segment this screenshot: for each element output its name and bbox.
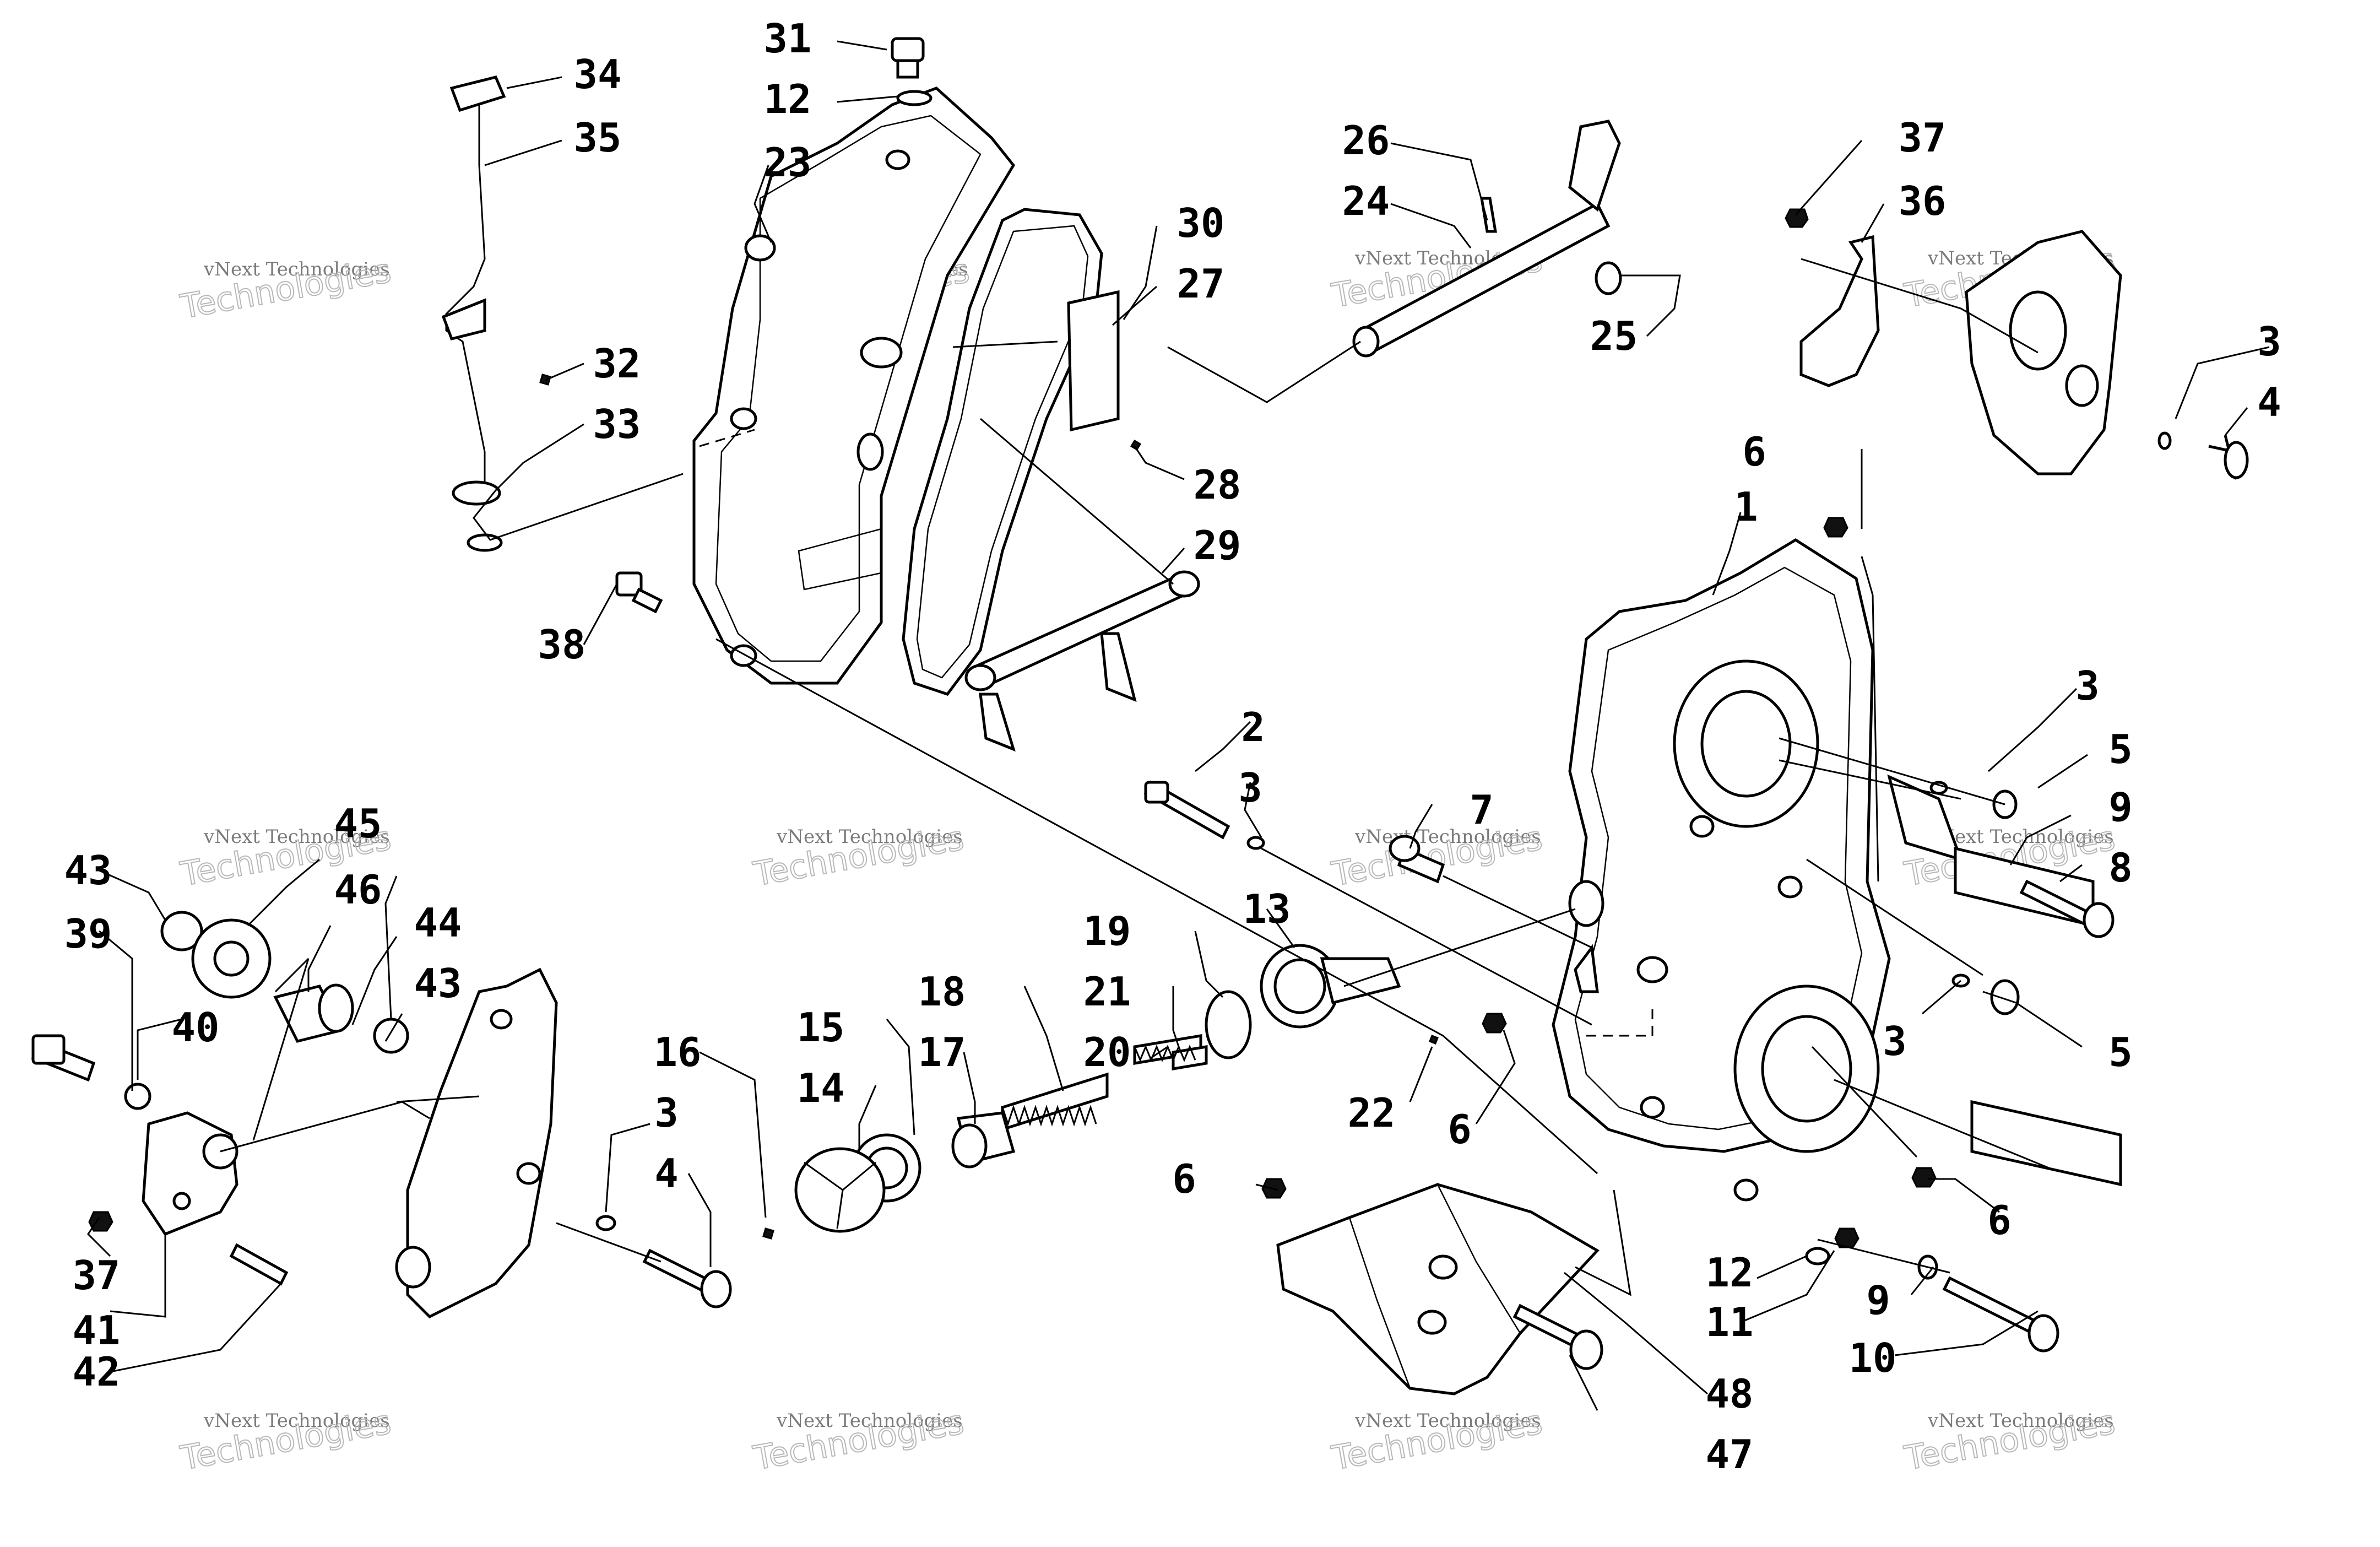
support-bracket-part	[964, 570, 1200, 752]
bolt-part	[1143, 780, 1445, 884]
watermark: vNext Technologies Technologies	[750, 1403, 967, 1479]
callout-22: 22	[1348, 1090, 1396, 1136]
watermark: vNext Technologies Technologies	[1901, 1403, 2118, 1479]
callout-46: 46	[334, 867, 382, 913]
callout-4: 4	[2257, 379, 2281, 425]
callout-3: 3	[1238, 765, 1262, 811]
callout-13: 13	[1243, 886, 1291, 932]
callout-9: 9	[2108, 784, 2132, 830]
callout-3: 3	[654, 1090, 678, 1136]
callout-7: 7	[1470, 787, 1493, 833]
callout-29: 29	[1194, 522, 1241, 569]
watermark-line1: vNext Technologies	[776, 1410, 963, 1432]
callout-37: 37	[1899, 115, 1947, 161]
callout-33: 33	[593, 401, 641, 447]
callout-37: 37	[73, 1252, 121, 1299]
callout-28: 28	[1194, 462, 1241, 508]
watermark-line1: vNext Technologies	[1354, 1410, 1541, 1432]
callout-34: 34	[574, 51, 622, 98]
callout-42: 42	[73, 1349, 121, 1395]
callout-38: 38	[538, 621, 586, 668]
watermark: vNext Technologies Technologies	[1328, 1403, 1546, 1479]
shift-shaft-part	[1352, 120, 1622, 358]
callout-6: 6	[1172, 1156, 1196, 1202]
watermark-line1: vNext Technologies	[1354, 826, 1541, 848]
callout-6: 6	[1742, 429, 1766, 475]
watermark-line1: vNext Technologies	[203, 1410, 390, 1432]
callout-23: 23	[764, 139, 812, 186]
callout-10: 10	[1849, 1335, 1897, 1381]
callout-36: 36	[1899, 178, 1947, 224]
chaincase-gasket-part	[902, 208, 1142, 696]
bolt-38-part	[615, 571, 663, 614]
callout-40: 40	[172, 1004, 220, 1051]
callout-31: 31	[764, 15, 812, 62]
drive-cover-part	[395, 967, 616, 1319]
callout-45: 45	[334, 800, 382, 847]
callout-4: 4	[654, 1150, 678, 1197]
callout-48: 48	[1706, 1371, 1754, 1417]
callout-2: 2	[1241, 704, 1265, 750]
callout-9: 9	[1866, 1277, 1890, 1323]
callout-3: 3	[2075, 663, 2099, 709]
callout-20: 20	[1083, 1029, 1131, 1075]
callout-12: 12	[1706, 1250, 1754, 1296]
watermark: vNext Technologies Technologies	[177, 1403, 394, 1479]
callout-44: 44	[414, 900, 462, 946]
watermark-line1: vNext Technologies	[203, 258, 390, 280]
callout-6: 6	[1447, 1106, 1471, 1153]
callout-3: 3	[1883, 1018, 1906, 1064]
watermark-line1: vNext Technologies	[1927, 826, 2114, 848]
callout-19: 19	[1083, 908, 1131, 954]
callout-41: 41	[73, 1307, 121, 1354]
callout-11: 11	[1706, 1299, 1754, 1345]
callout-25: 25	[1590, 313, 1638, 359]
bolts-part	[642, 781, 2115, 1370]
tensioner-assembly-part	[31, 911, 409, 1286]
callout-32: 32	[593, 340, 641, 387]
callout-5: 5	[2108, 726, 2132, 772]
callout-43: 43	[64, 847, 112, 894]
callout-21: 21	[1083, 969, 1131, 1015]
watermark-line1: vNext Technologies	[203, 826, 390, 848]
chaincase-cover-part	[692, 86, 1016, 685]
watermark: vNext Technologies Technologies	[750, 819, 967, 895]
callout-26: 26	[1342, 117, 1390, 164]
callout-12: 12	[764, 76, 812, 122]
callout-43: 43	[414, 960, 462, 1007]
callout-16: 16	[654, 1029, 702, 1075]
callout-24: 24	[1342, 178, 1390, 224]
callout-labels: 1 2 3 3 3 3 3 4 4 5 5 6 6 6 6 7 8 9 9 10…	[64, 15, 2281, 1478]
callout-30: 30	[1177, 200, 1225, 246]
callout-8: 8	[2108, 845, 2132, 891]
callout-27: 27	[1177, 261, 1225, 307]
callout-3: 3	[2257, 318, 2281, 365]
leader-lines	[87, 40, 2270, 1411]
callout-6: 6	[1987, 1197, 2011, 1243]
callout-35: 35	[574, 115, 622, 161]
callout-18: 18	[918, 969, 966, 1015]
callout-15: 15	[797, 1004, 845, 1051]
callout-5: 5	[2108, 1029, 2132, 1075]
bracket-part	[1785, 208, 2249, 480]
watermark: vNext Technologies Technologies	[177, 251, 394, 327]
watermark-line1: vNext Technologies	[1927, 1410, 2114, 1432]
callout-47: 47	[1706, 1431, 1754, 1478]
dipstick-part	[441, 75, 551, 552]
fill-plug-part	[891, 37, 933, 106]
callout-1: 1	[1734, 484, 1758, 530]
callout-39: 39	[64, 911, 112, 957]
callout-17: 17	[918, 1029, 966, 1075]
skid-plate-part	[1261, 1013, 1600, 1395]
gear-case-part	[1552, 517, 2122, 1202]
watermark-line1: vNext Technologies	[776, 826, 963, 848]
callout-14: 14	[797, 1065, 845, 1111]
